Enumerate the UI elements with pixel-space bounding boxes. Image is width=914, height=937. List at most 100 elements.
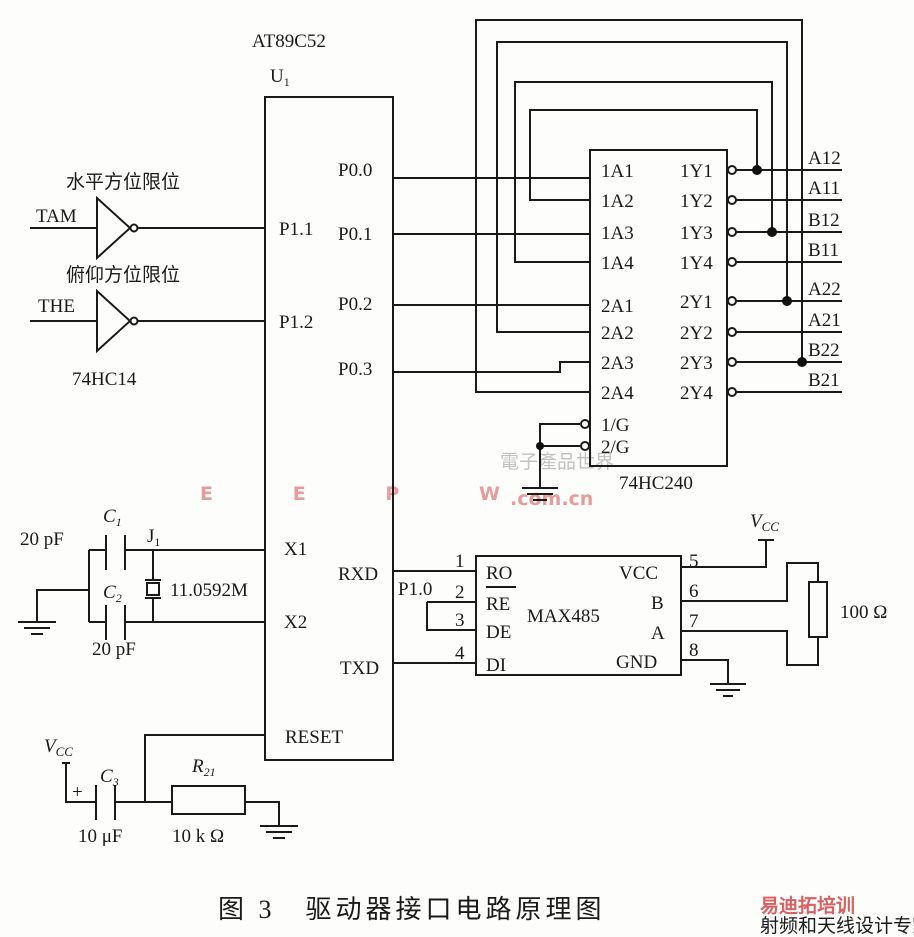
r21-value: 10 k Ω [172,826,224,847]
buffer-output-pin: 2Y3 [680,353,713,374]
horizontal-limit-label: 水平方位限位 [66,171,180,193]
inverter-bubble-icon [727,165,737,175]
output-signal-label: A12 [808,148,841,169]
c3-label: C3 [100,766,119,789]
crystal-value: 11.0592M [170,580,248,601]
mcu-ref: U1 [270,66,290,89]
eepw-domain: .com.cn [510,488,593,510]
buffer-input-pin: 2/G [601,437,630,458]
corner-watermark: 易迪拓培训 [760,894,855,917]
buffer-input-pin: 2A1 [601,296,634,317]
pitch-limit-label: 俯仰方位限位 [66,264,180,286]
eepw-watermark: EEPW 電子產品世界 .com.cn [200,451,614,510]
the-buffer-gate [30,288,265,354]
buffer-output-pin: 1Y4 [680,253,713,274]
max485-left-pin: RO [486,563,512,584]
buffer-input-pin: 1A3 [601,223,634,244]
max485-left-pin-number: 3 [455,610,465,631]
p10-label: P1.0 [398,579,432,600]
pin-p12: P1.2 [279,312,313,333]
clock-circuit [18,535,265,640]
corner-watermark-sub: 射频和天线设计专家 [760,915,914,937]
inverter-bubble-icon [727,257,737,267]
max485-left-pin: DE [486,622,511,643]
pin-p01: P0.1 [338,224,372,245]
tam-label: TAM [36,206,77,227]
pin-p00: P0.0 [338,160,372,181]
enable-bubble-icon [580,441,590,451]
inverter-bubble-icon [727,327,737,337]
pin-p02: P0.2 [338,294,372,315]
mcu-body [264,96,394,761]
mcu-name: AT89C52 [252,31,326,52]
buffer-pins: 1A11A21A31A42A12A22A32A41/G2/G1Y1A121Y2A… [580,148,842,458]
output-signal-label: B12 [808,210,840,231]
buffer-output-pin: 2Y2 [680,323,713,344]
tam-buffer-gate [30,195,265,261]
c1-label: C1 [103,506,122,529]
pin-p11: P1.1 [279,219,313,240]
output-signal-label: B11 [808,240,839,261]
max485-body [475,555,682,676]
eepw-logo: EEPW [200,483,500,505]
crystal-label: J1 [147,526,160,549]
inverter-bubble-icon [727,296,737,306]
buffer-output-pin: 2Y4 [680,383,713,404]
max485-left-pin: RE [486,594,510,615]
r21-label: R21 [191,756,216,779]
max485-left-wires [393,570,476,664]
max485-right-pin-number: 5 [689,551,699,572]
p0-bus-wires [393,177,590,373]
pin-x1: X1 [284,539,307,560]
loop-2a2 [496,41,788,333]
resistor-r21 [171,785,246,815]
buffer-input-pin: 1A1 [601,161,634,182]
figure-caption: 图 3 驱动器接口电路原理图 [218,895,606,924]
termination-value: 100 Ω [840,602,887,623]
max485-right-pin: B [651,593,664,614]
c2-label: C2 [103,582,122,605]
pin-reset: RESET [285,727,343,748]
max485-left-pin-number: 1 [455,551,465,572]
crystal-icon [146,582,160,596]
c2-value: 20 pF [92,639,136,660]
max485-right-wires [681,539,819,697]
gate-chip-label: 74HC14 [72,369,137,390]
c3-value: 10 μF [78,826,123,847]
c1-value: 20 pF [20,529,64,550]
buffer-output-pin: 2Y1 [680,292,713,313]
buffer-output-pin: 1Y3 [680,223,713,244]
buffer-input-pin: 1A2 [601,191,634,212]
buffer-chip-name: 74HC240 [619,473,693,494]
max485-vcc-label: VCC [750,511,779,534]
c3-plus: + [72,782,83,803]
the-label: THE [38,296,75,317]
max485-name: MAX485 [527,606,600,627]
output-signal-label: B22 [808,340,840,361]
buffer-chip-body [589,149,728,467]
enable-bubble-icon [580,419,590,429]
eepw-cn-logo: 電子產品世界 [500,451,614,473]
pin-txd: TXD [340,658,379,679]
max485-left-pin: DI [486,655,506,676]
max485-right-pin-number: 8 [689,640,699,661]
output-signal-label: A21 [808,310,841,331]
inverter-bubble-icon [727,195,737,205]
loop-2a4 [475,19,803,393]
inverter-bubble-icon [727,357,737,367]
buffer-input-pin: 1A4 [601,253,634,274]
reset-vcc-label: VCC [44,736,73,759]
pin-p03: P0.3 [338,359,372,380]
pin-x2: X2 [284,612,307,633]
inverter-bubble-icon [727,227,737,237]
enable-ground [522,423,580,501]
max485-right-pin-number: 6 [689,581,699,602]
buffer-input-pin: 1/G [601,415,630,436]
max485-right-pin-number: 7 [689,611,699,632]
pin-rxd: RXD [338,564,378,585]
loop-1a2 [529,109,758,201]
max485-right-pin: GND [616,652,657,673]
loop-1a4 [514,81,773,263]
